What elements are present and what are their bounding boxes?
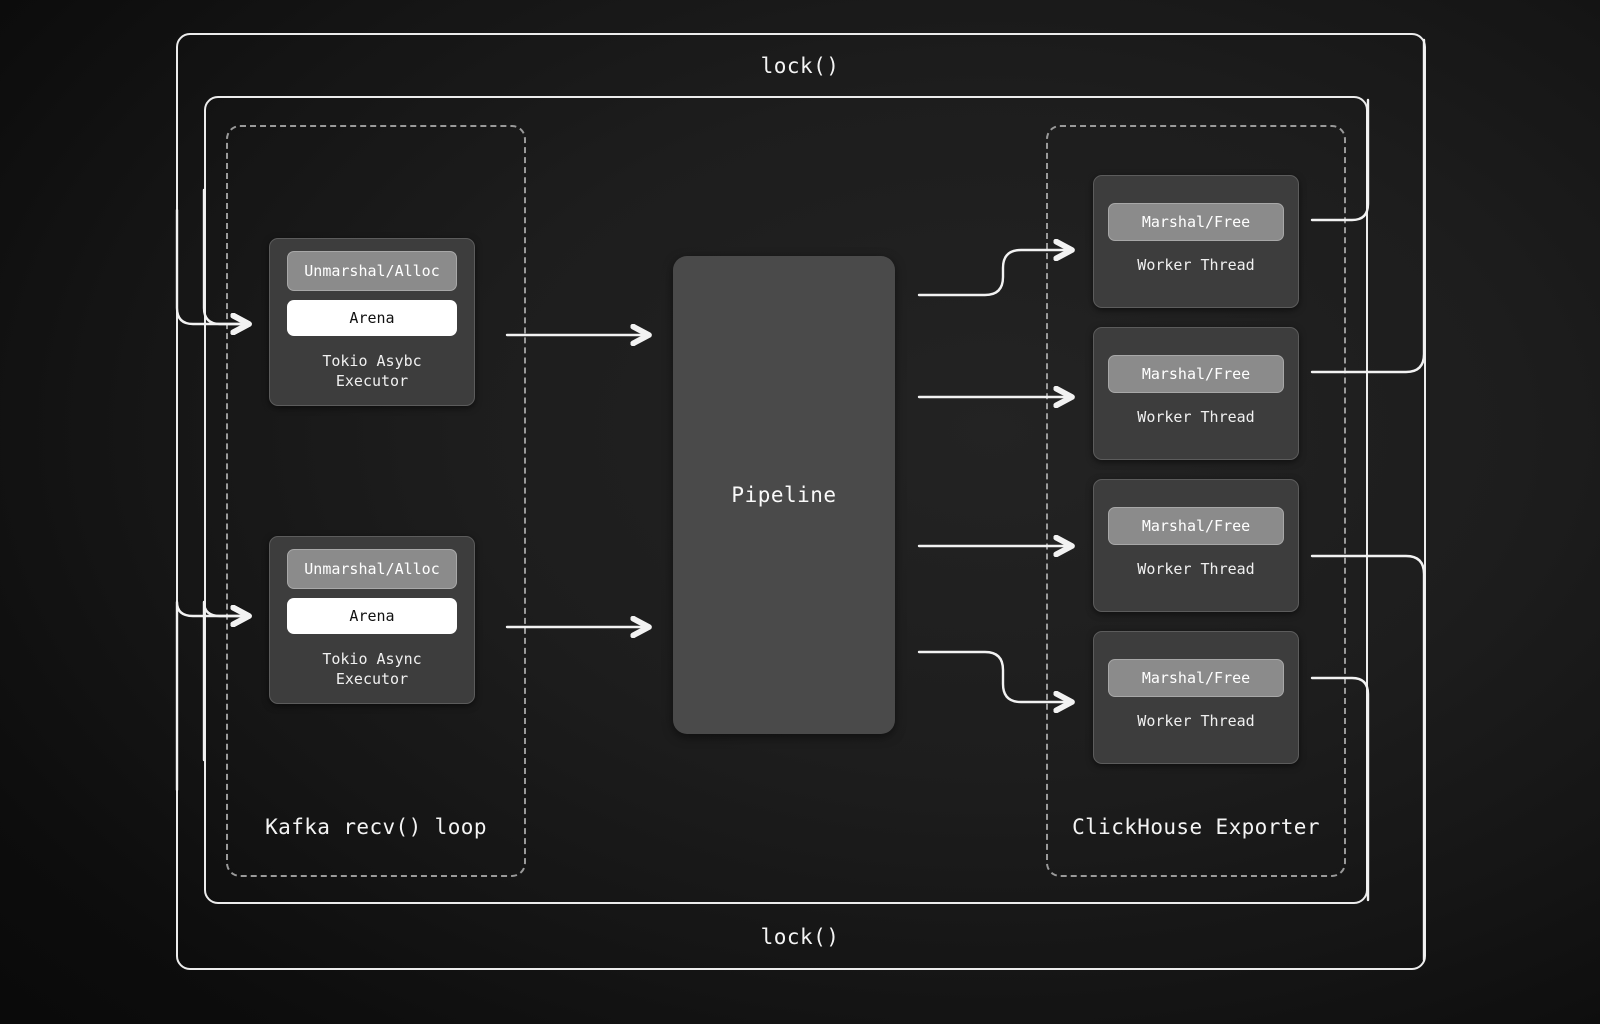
executor-card-1[interactable]: Unmarshal/Alloc Arena Tokio Asybc Execut… — [269, 238, 475, 406]
worker-card-3[interactable]: Marshal/Free Worker Thread — [1093, 479, 1299, 612]
marshal-free-pill-3[interactable]: Marshal/Free — [1108, 507, 1284, 545]
worker-caption-4: Worker Thread — [1137, 712, 1255, 730]
executor-caption-2: Tokio Async Executor — [322, 650, 422, 688]
marshal-free-pill-4[interactable]: Marshal/Free — [1108, 659, 1284, 697]
group-clickhouse-exporter — [1046, 125, 1346, 877]
marshal-free-pill-1[interactable]: Marshal/Free — [1108, 203, 1284, 241]
inner-lock-frame — [204, 96, 1368, 904]
group-label-clickhouse: ClickHouse Exporter — [1072, 815, 1320, 839]
group-label-kafka: Kafka recv() loop — [265, 815, 487, 839]
unmarshal-alloc-pill-2[interactable]: Unmarshal/Alloc — [287, 549, 457, 589]
lock-label-top: lock() — [760, 54, 840, 78]
marshal-free-pill-2[interactable]: Marshal/Free — [1108, 355, 1284, 393]
worker-card-2[interactable]: Marshal/Free Worker Thread — [1093, 327, 1299, 460]
worker-caption-3: Worker Thread — [1137, 560, 1255, 578]
pipeline-label: Pipeline — [731, 483, 837, 507]
outer-lock-frame — [176, 33, 1426, 970]
worker-card-1[interactable]: Marshal/Free Worker Thread — [1093, 175, 1299, 308]
pipeline-box[interactable]: Pipeline — [673, 256, 895, 734]
arena-pill-2[interactable]: Arena — [287, 598, 457, 634]
worker-caption-2: Worker Thread — [1137, 408, 1255, 426]
group-kafka-recv-loop — [226, 125, 526, 877]
unmarshal-alloc-pill-1[interactable]: Unmarshal/Alloc — [287, 251, 457, 291]
worker-card-4[interactable]: Marshal/Free Worker Thread — [1093, 631, 1299, 764]
arena-pill-1[interactable]: Arena — [287, 300, 457, 336]
lock-label-bottom: lock() — [760, 925, 840, 949]
executor-caption-1: Tokio Asybc Executor — [322, 352, 422, 390]
worker-caption-1: Worker Thread — [1137, 256, 1255, 274]
executor-card-2[interactable]: Unmarshal/Alloc Arena Tokio Async Execut… — [269, 536, 475, 704]
